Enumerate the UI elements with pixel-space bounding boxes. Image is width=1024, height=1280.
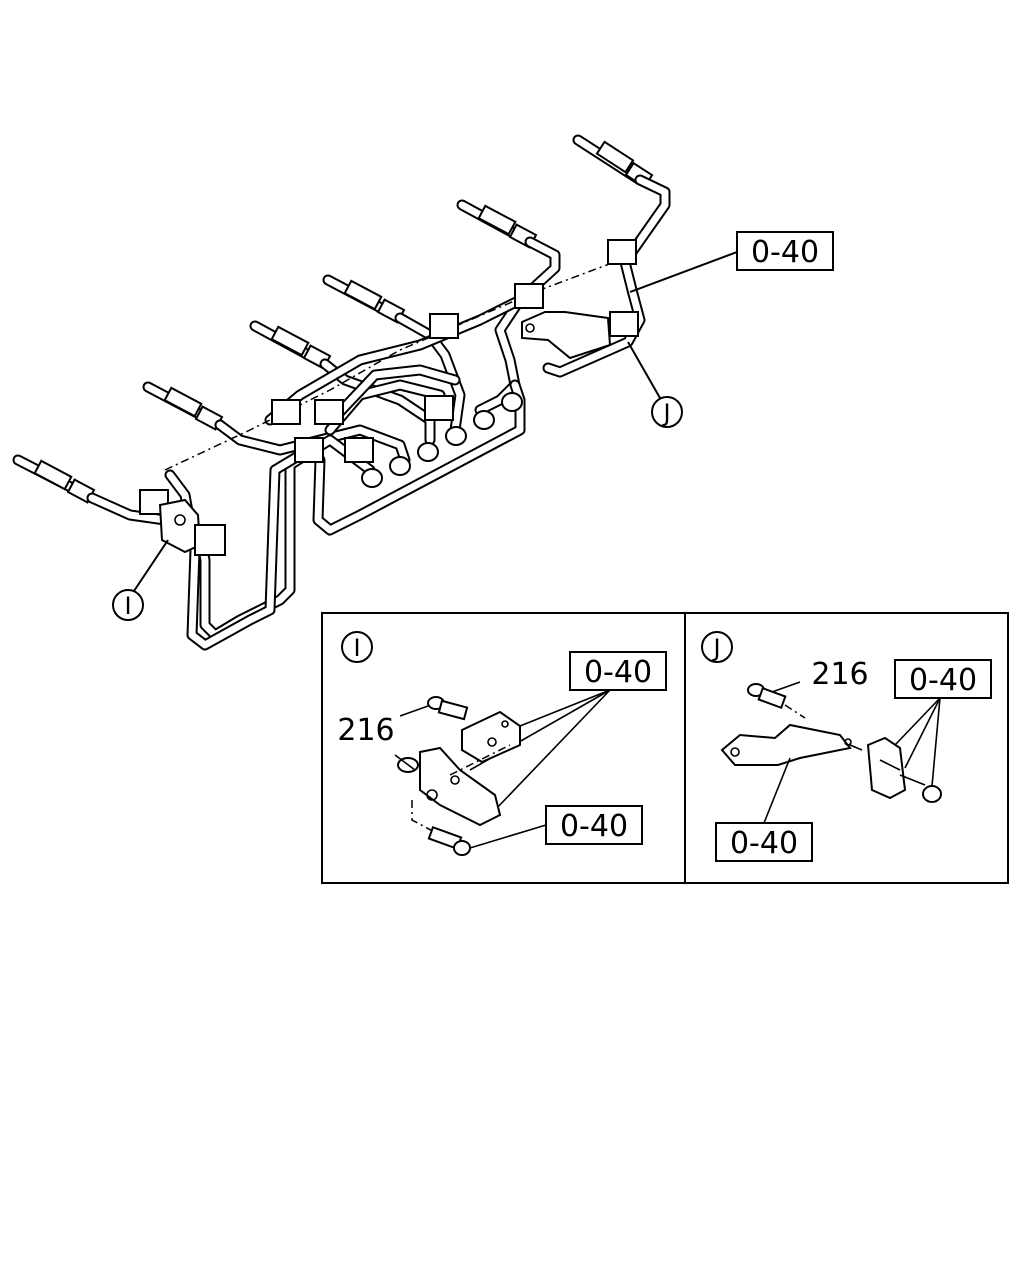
svg-text:0-40: 0-40 bbox=[751, 235, 819, 270]
fuel-injection-pipe-assembly: 0-40 J I bbox=[12, 134, 834, 651]
bracket-j bbox=[521, 311, 612, 360]
injector-nozzle-4 bbox=[249, 320, 332, 370]
detail-i-bracket bbox=[394, 744, 511, 836]
pipe-clamps bbox=[139, 239, 639, 515]
injection-pipes bbox=[86, 174, 671, 651]
svg-text:0-40: 0-40 bbox=[584, 655, 652, 690]
ref-label-main: 0-40 bbox=[629, 231, 834, 293]
detail-j-part-216: 216 bbox=[771, 657, 869, 693]
svg-text:216: 216 bbox=[811, 657, 868, 692]
callout-j-main: J bbox=[627, 341, 683, 428]
detail-panels bbox=[321, 612, 1009, 884]
svg-text:J: J bbox=[711, 634, 720, 662]
detail-j-bracket bbox=[720, 723, 863, 766]
detail-j-bolt bbox=[747, 683, 806, 719]
detail-j-clamp bbox=[866, 736, 926, 800]
svg-text:J: J bbox=[661, 399, 670, 427]
detail-i-ref-clamp: 0-40 bbox=[469, 651, 667, 811]
svg-text:0-40: 0-40 bbox=[730, 826, 798, 861]
detail-i-ref-bolt: 0-40 bbox=[469, 805, 643, 849]
svg-text:216: 216 bbox=[337, 713, 394, 748]
injector-nozzle-5 bbox=[142, 381, 226, 431]
svg-text:I: I bbox=[353, 634, 360, 662]
detail-j-callout: J bbox=[701, 631, 733, 663]
detail-i-bolt bbox=[427, 696, 469, 721]
detail-i-callout: I bbox=[341, 631, 373, 663]
injector-nozzle-3 bbox=[322, 274, 406, 324]
detail-j-ref-bracket: 0-40 bbox=[715, 757, 813, 862]
detail-i-lower-bolt bbox=[427, 825, 471, 856]
svg-text:I: I bbox=[124, 592, 131, 620]
detail-i-panel: I 0-40 216 bbox=[337, 631, 667, 856]
detail-j-panel: J 216 0-40 bbox=[701, 631, 992, 862]
injector-nozzle-6 bbox=[12, 454, 98, 504]
svg-text:0-40: 0-40 bbox=[909, 663, 977, 698]
callout-i-main: I bbox=[112, 539, 169, 621]
pump-outlets bbox=[361, 392, 523, 488]
svg-text:0-40: 0-40 bbox=[560, 809, 628, 844]
detail-i-part-216: 216 bbox=[337, 705, 429, 748]
detail-j-nut bbox=[922, 785, 942, 803]
detail-i-clamp bbox=[461, 710, 521, 764]
detail-j-ref-clamp: 0-40 bbox=[894, 659, 992, 787]
